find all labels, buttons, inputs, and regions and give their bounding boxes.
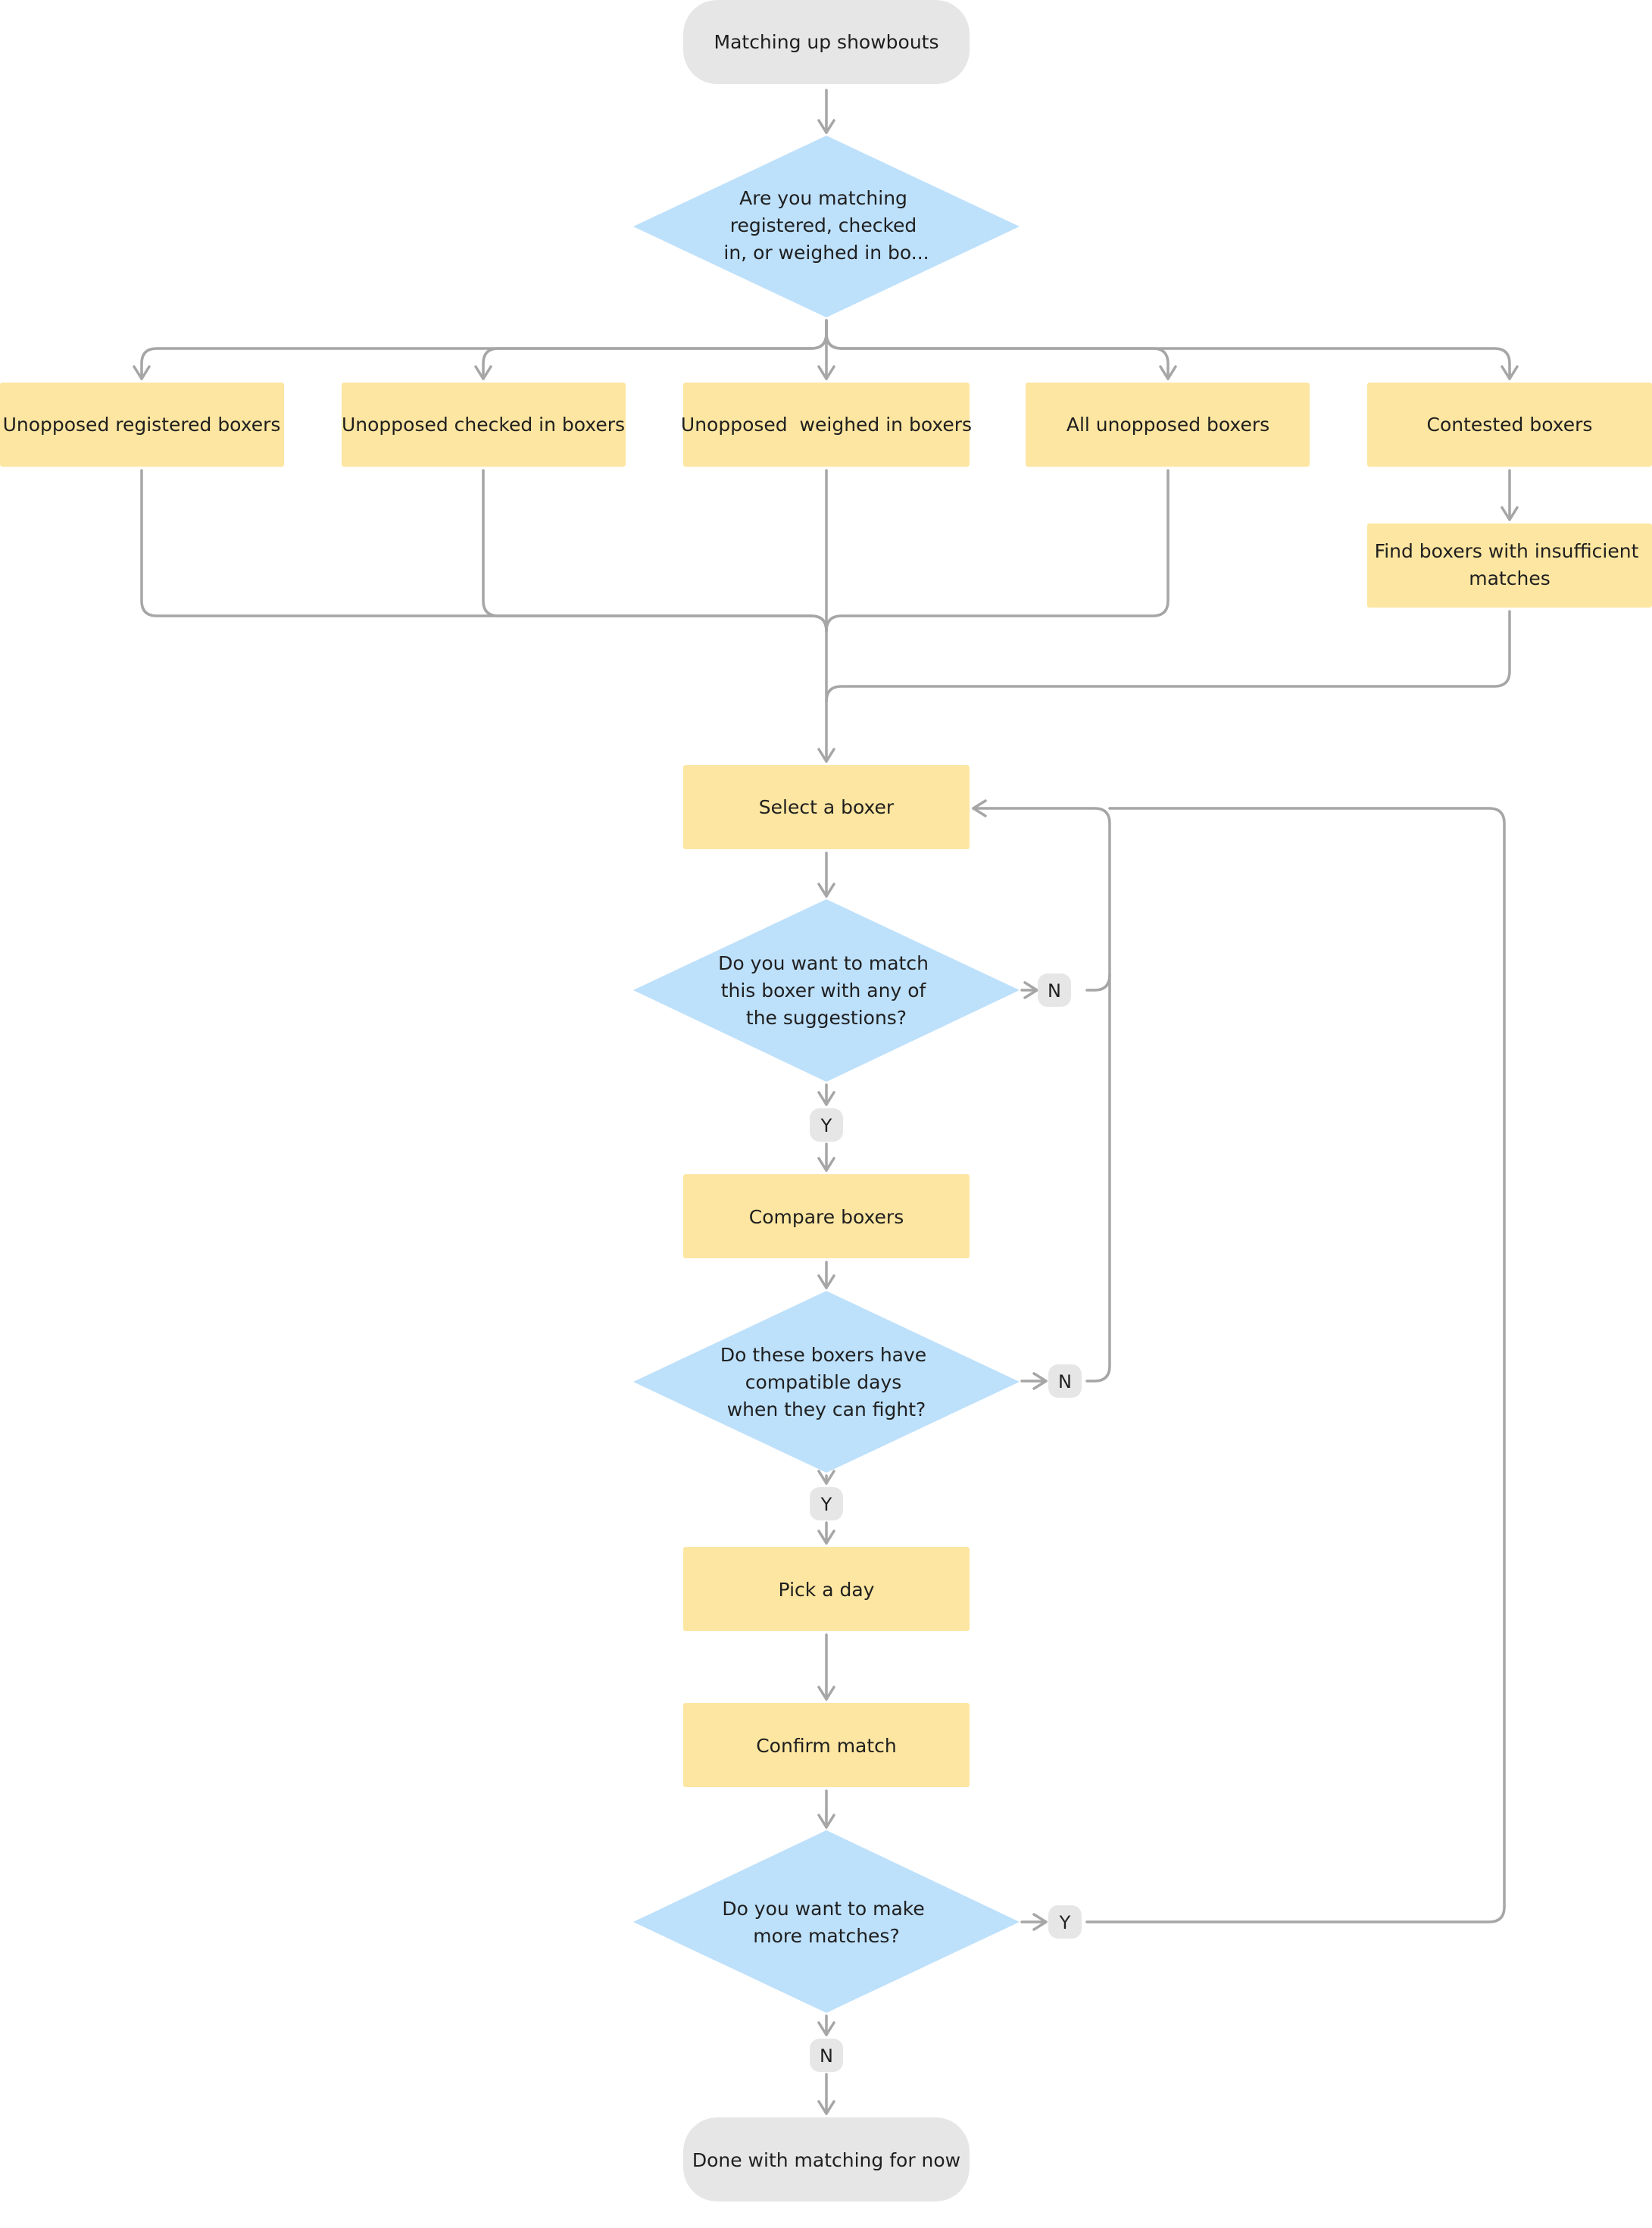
compare-boxers-node: Compare boxers xyxy=(683,1174,970,1258)
unopposed-registered-label: Unopposed registered boxers xyxy=(3,414,281,436)
end-node: Done with matching for now xyxy=(683,2117,970,2201)
svg-text:N: N xyxy=(1058,1371,1072,1392)
question-match-suggestions: Do you want to match this boxer with any… xyxy=(633,899,1020,1082)
badge-days-yes: Y xyxy=(810,1487,843,1520)
edge-find-to-select xyxy=(825,610,1511,703)
select-boxer-node: Select a boxer xyxy=(683,765,970,849)
svg-text:N: N xyxy=(1048,980,1061,1002)
badge-more-no: N xyxy=(810,2039,843,2072)
unopposed-registered-node: Unopposed registered boxers xyxy=(0,383,284,467)
badge-match-yes: Y xyxy=(810,1108,843,1142)
edge-question-to-contested xyxy=(825,319,1519,380)
question-compatible-days: Do these boxers have compatible days whe… xyxy=(633,1291,1020,1473)
confirm-match-label: Confirm match xyxy=(756,1735,897,1757)
svg-text:Y: Y xyxy=(820,1494,832,1515)
pick-day-label: Pick a day xyxy=(779,1579,875,1601)
badge-match-no: N xyxy=(1038,973,1071,1007)
contested-node: Contested boxers xyxy=(1367,383,1652,467)
question-more-matches-label: Do you want to make more matches? xyxy=(722,1898,930,1947)
edge-checked-to-select xyxy=(482,469,828,633)
edge-match-no-to-loop xyxy=(1085,973,1111,992)
edge-question-to-checked xyxy=(474,319,828,380)
badge-days-no: N xyxy=(1048,1364,1082,1398)
edge-all-unopposed-to-select xyxy=(825,469,1170,633)
select-boxer-label: Select a boxer xyxy=(759,796,895,818)
question-which-boxers-label: Are you matching registered, checked in,… xyxy=(723,187,929,264)
contested-label: Contested boxers xyxy=(1427,414,1593,436)
all-unopposed-label: All unopposed boxers xyxy=(1066,414,1269,436)
edge-no-loop-to-select xyxy=(972,799,1111,1383)
find-insufficient-node: Find boxers with insufficient matches xyxy=(1367,523,1652,608)
find-insufficient-label: Find boxers with insufficient matches xyxy=(1375,540,1645,589)
start-label: Matching up showbouts xyxy=(714,31,939,53)
question-compatible-days-label: Do these boxers have compatible days whe… xyxy=(720,1344,932,1420)
question-which-boxers: Are you matching registered, checked in,… xyxy=(633,136,1020,317)
confirm-match-node: Confirm match xyxy=(683,1703,970,1787)
svg-text:Y: Y xyxy=(1059,1912,1071,1933)
all-unopposed-node: All unopposed boxers xyxy=(1026,383,1310,467)
unopposed-weighed-label: Unopposed weighed in boxers xyxy=(681,414,972,436)
edge-yes-loop-to-select xyxy=(1085,807,1506,1923)
question-more-matches: Do you want to make more matches? xyxy=(633,1830,1020,2013)
start-node: Matching up showbouts xyxy=(683,0,970,84)
badge-more-yes: Y xyxy=(1048,1905,1082,1939)
unopposed-checked-node: Unopposed checked in boxers xyxy=(342,383,626,467)
svg-text:N: N xyxy=(820,2045,833,2067)
end-label: Done with matching for now xyxy=(692,2149,960,2171)
compare-boxers-label: Compare boxers xyxy=(749,1206,904,1228)
unopposed-checked-label: Unopposed checked in boxers xyxy=(342,414,625,436)
pick-day-node: Pick a day xyxy=(683,1547,970,1631)
unopposed-weighed-node: Unopposed weighed in boxers xyxy=(681,383,972,467)
question-match-suggestions-label: Do you want to match this boxer with any… xyxy=(718,952,935,1029)
svg-text:Y: Y xyxy=(820,1115,832,1136)
